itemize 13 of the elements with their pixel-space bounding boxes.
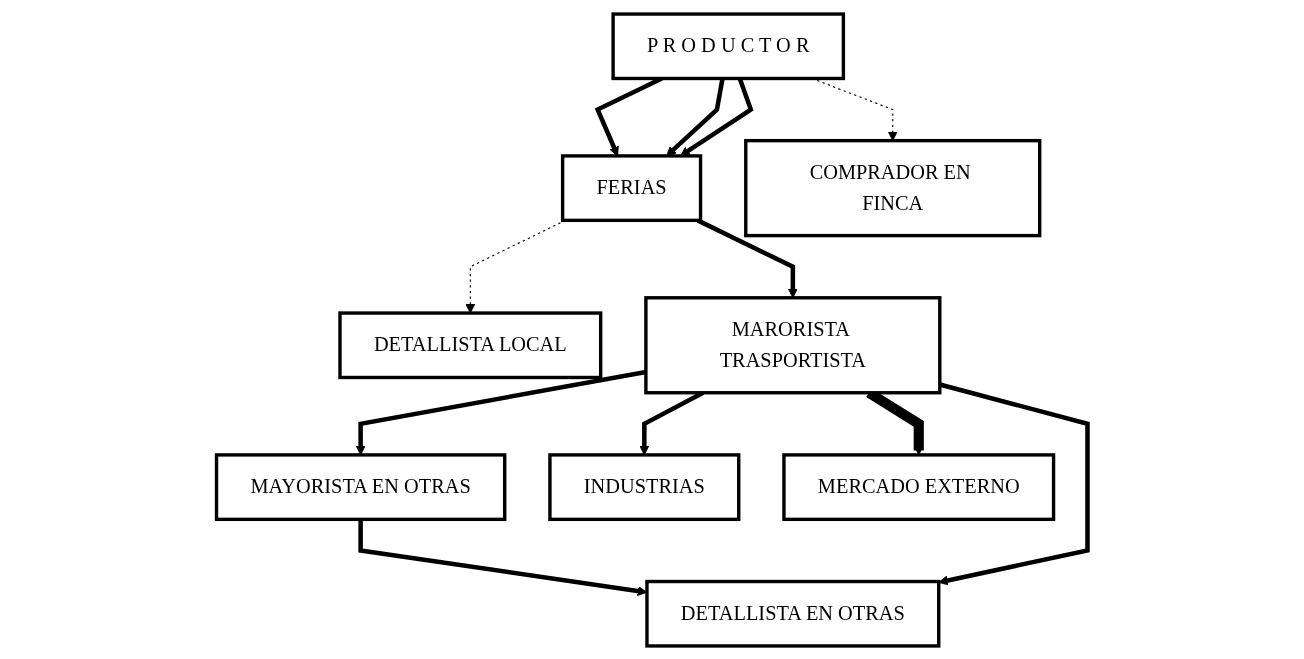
node-box: INDUSTRIAS bbox=[548, 452, 741, 521]
arrow bbox=[666, 77, 725, 156]
node-box: P R O D U C T O R bbox=[611, 11, 846, 80]
arrow bbox=[938, 381, 1090, 585]
arrow bbox=[680, 77, 754, 156]
node-box: MERCADO EXTERNO bbox=[782, 452, 1056, 521]
node-box: COMPRADOR EN FINCA bbox=[744, 138, 1042, 237]
node-box: DETALLISTA EN OTRAS bbox=[645, 579, 941, 648]
node-box: MAYORISTA EN OTRAS bbox=[214, 452, 507, 521]
node-box: DETALLISTA LOCAL bbox=[338, 310, 603, 379]
node-box: MARORISTA TRASPORTISTA bbox=[644, 295, 942, 394]
arrow bbox=[696, 217, 798, 298]
node-box: FERIAS bbox=[560, 153, 703, 222]
